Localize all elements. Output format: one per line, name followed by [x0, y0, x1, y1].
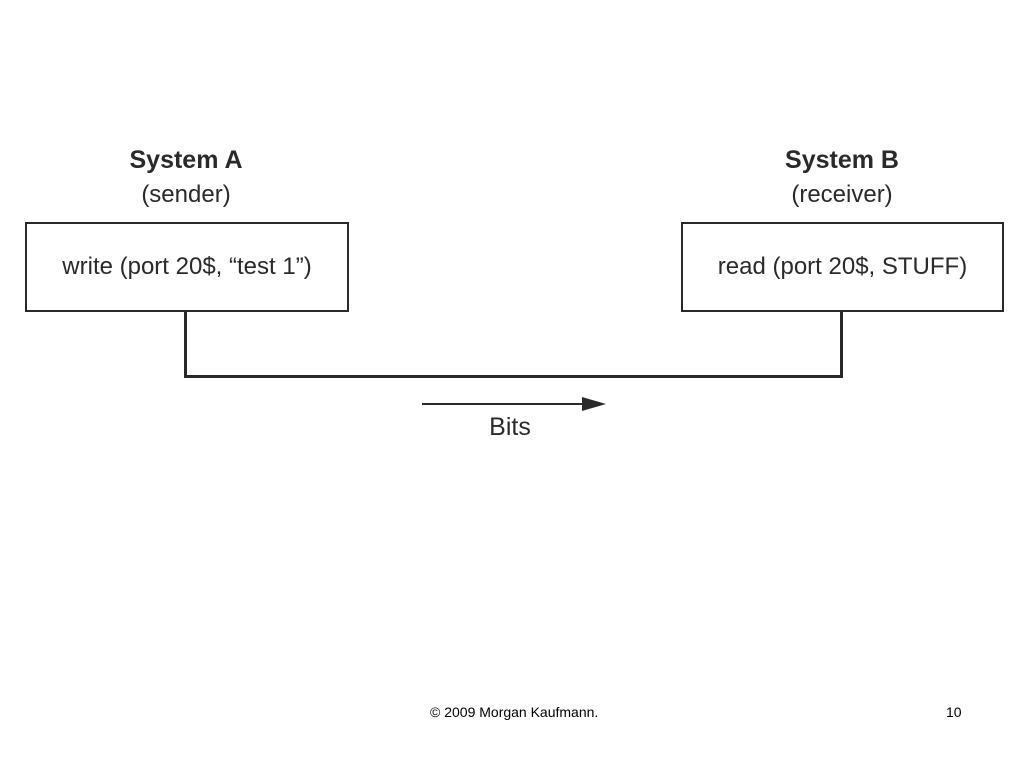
system-a-title: System A — [129, 146, 243, 174]
arrow-right-icon — [422, 397, 606, 411]
system-b-title: System B — [785, 146, 899, 174]
wire-connection — [184, 375, 843, 378]
system-b-call: read (port 20$, STUFF) — [717, 253, 968, 280]
wire-to-system-b — [840, 312, 843, 378]
system-b-role: (receiver) — [791, 181, 893, 208]
system-a-role: (sender) — [141, 181, 231, 208]
system-a-call: write (port 20$, “test 1”) — [62, 253, 312, 280]
bits-label: Bits — [489, 413, 531, 441]
system-a-box: write (port 20$, “test 1”) — [25, 222, 349, 312]
page-number: 10 — [946, 704, 962, 720]
copyright-notice: © 2009 Morgan Kaufmann. — [430, 704, 599, 720]
wire-from-system-a — [184, 312, 187, 378]
system-b-box: read (port 20$, STUFF) — [681, 222, 1004, 312]
